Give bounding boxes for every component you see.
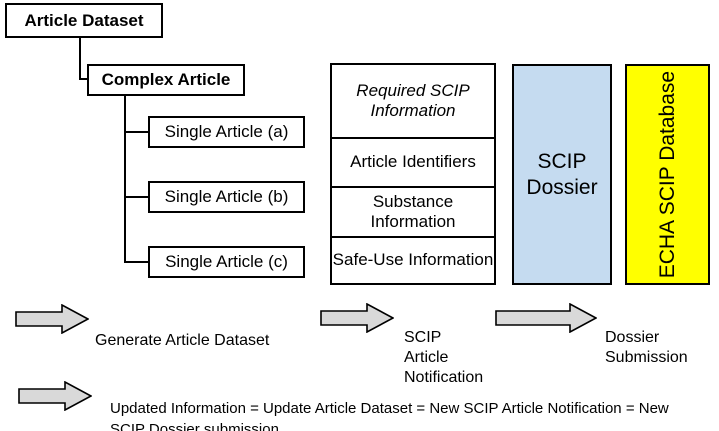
flow-label-notification-text: SCIP Article Notification: [404, 329, 484, 386]
flow-arrow-generate-icon: [15, 304, 89, 334]
connector-dataset-to-complex-horizontal: [79, 78, 89, 80]
flow-arrow-update-icon: [18, 381, 92, 411]
scip-table-row-article-identifiers[interactable]: Article Identifiers: [332, 139, 494, 188]
connector-dataset-to-complex-vertical: [79, 38, 81, 80]
flow-arrow-submission-icon: [495, 303, 597, 333]
node-single-article-a[interactable]: Single Article (a): [148, 116, 305, 148]
scip-table-row-safe-use-information[interactable]: Safe-Use Information: [332, 238, 494, 283]
node-article-dataset[interactable]: Article Dataset: [5, 3, 163, 38]
node-single-article-a-label: Single Article (a): [164, 122, 289, 142]
connector-complex-trunk: [124, 96, 126, 263]
scip-table-row-substance-information[interactable]: Substance Information: [332, 188, 494, 238]
flow-label-notification: SCIP Article Notification: [404, 308, 489, 388]
node-echa-scip-database[interactable]: ECHA SCIP Database: [625, 64, 710, 285]
flow-label-update: Updated Information = Update Article Dat…: [110, 379, 670, 431]
scip-table-row-substance-information-label: Substance Information: [370, 191, 456, 231]
node-single-article-c[interactable]: Single Article (c): [148, 246, 305, 278]
connector-branch-b: [124, 196, 149, 198]
node-single-article-b-label: Single Article (b): [164, 187, 289, 207]
node-single-article-b[interactable]: Single Article (b): [148, 181, 305, 213]
flow-label-submission-text: Dossier Submission: [605, 329, 688, 366]
flow-label-generate-text: Generate Article Dataset: [95, 332, 270, 349]
node-single-article-c-label: Single Article (c): [165, 252, 288, 272]
node-complex-article[interactable]: Complex Article: [87, 64, 245, 96]
connector-branch-c: [124, 261, 149, 263]
scip-table-header-cell: Required SCIP Information: [332, 65, 494, 139]
node-scip-dossier-label: SCIP Dossier: [526, 150, 598, 199]
flow-label-submission: Dossier Submission: [605, 308, 715, 368]
scip-information-table: Required SCIP Information Article Identi…: [330, 63, 496, 285]
node-scip-dossier[interactable]: SCIP Dossier: [512, 64, 612, 285]
node-echa-scip-database-label: ECHA SCIP Database: [655, 70, 679, 279]
scip-table-row-article-identifiers-label: Article Identifiers: [350, 152, 476, 172]
connector-branch-a: [124, 131, 149, 133]
node-complex-article-label: Complex Article: [101, 70, 231, 90]
scip-table-header-label: Required SCIP Information: [356, 80, 470, 120]
node-article-dataset-label: Article Dataset: [24, 10, 144, 30]
scip-table-row-safe-use-information-label: Safe-Use Information: [332, 250, 494, 270]
flow-arrow-notification-icon: [320, 303, 394, 333]
flow-label-generate: Generate Article Dataset: [95, 311, 295, 351]
flow-label-update-text: Updated Information = Update Article Dat…: [110, 400, 669, 431]
